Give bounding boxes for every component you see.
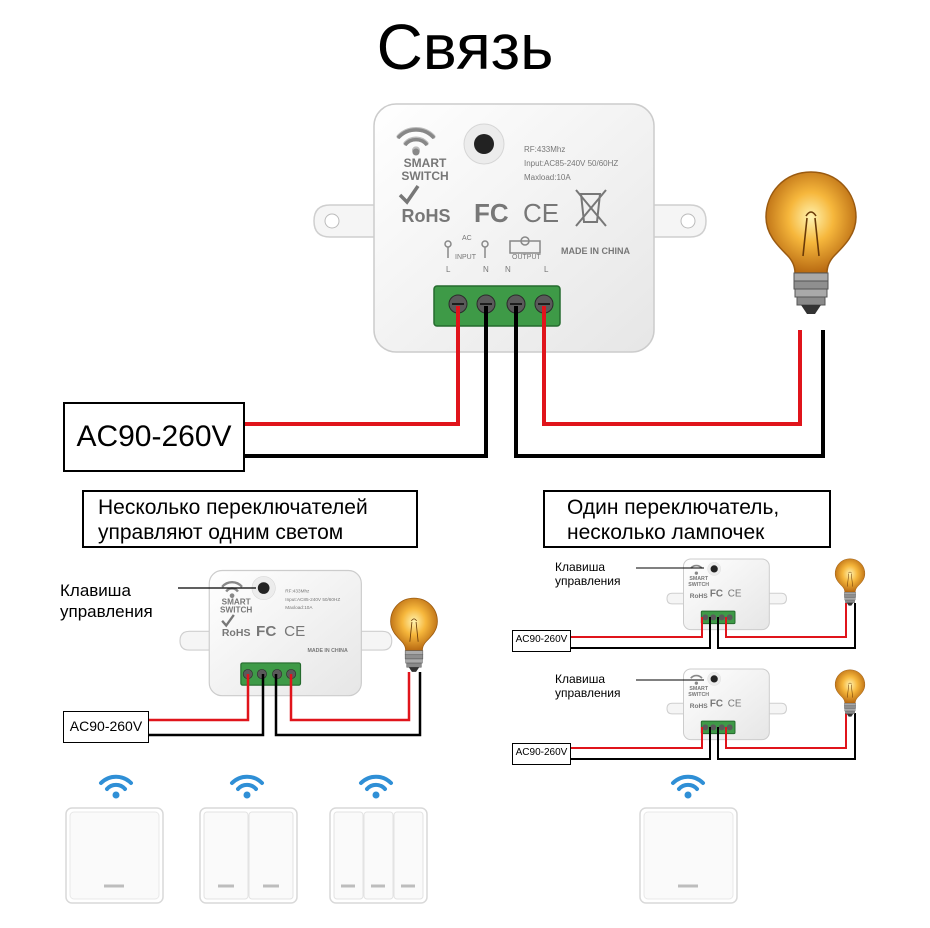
bulb-main-icon	[765, 171, 857, 315]
wifi-signal-icon-4	[671, 774, 705, 801]
wall-switch-3-gang	[329, 807, 428, 904]
wifi-signal-icon-1	[99, 774, 133, 801]
spec-input: Input:AC85-240V 50/60HZ	[524, 159, 618, 168]
wifi-signal-icon-2	[230, 774, 264, 801]
right-voltage-box-2: AC90-260V	[512, 743, 571, 765]
brand-smart: SMART	[404, 156, 447, 170]
svg-text:RoHS: RoHS	[222, 627, 251, 639]
svg-text:RoHS: RoHS	[690, 703, 709, 710]
smart-switch-left: SMART SWITCH RoHS RF:433Mhz Input:AC85-2…	[179, 569, 393, 697]
terminal-block	[433, 285, 561, 327]
svg-text:SWITCH: SWITCH	[688, 692, 709, 698]
svg-text:CE: CE	[284, 623, 305, 640]
terminal-letter-1: L	[446, 265, 451, 274]
bulb-left-icon	[390, 597, 438, 673]
smart-switch-right-2: SMART SWITCH RoHS FC CE	[666, 668, 787, 741]
ac-label: AC	[462, 235, 472, 242]
bulb-right-1-icon	[834, 558, 866, 606]
right-wiring-1	[570, 603, 856, 649]
svg-text:FC: FC	[710, 699, 723, 710]
main-voltage-box: AC90-260V	[63, 402, 245, 472]
rohs-label: RoHS	[402, 206, 451, 226]
svg-text:SMART: SMART	[689, 576, 709, 582]
smart-switch-right-1: SMART SWITCH RoHS FC CE	[666, 558, 787, 631]
ce-mark: CE	[523, 198, 559, 228]
weee-icon	[575, 189, 607, 227]
svg-text:Maxload:10A: Maxload:10A	[285, 605, 313, 610]
spec-rf: RF:433Mhz	[524, 145, 565, 154]
left-wiring	[148, 672, 422, 737]
fc-mark: FC	[474, 198, 509, 228]
svg-text:SWITCH: SWITCH	[220, 606, 252, 615]
left-voltage-box: AC90-260V	[63, 711, 149, 743]
spec-maxload: Maxload:10A	[524, 173, 571, 182]
terminal-letter-3: N	[505, 265, 511, 274]
left-section-caption: Несколько переключателей управляют одним…	[82, 490, 418, 548]
svg-text:FC: FC	[710, 589, 723, 600]
right-voltage-box-1: AC90-260V	[512, 630, 571, 652]
svg-text:Input:AC85-240V 50/60HZ: Input:AC85-240V 50/60HZ	[285, 597, 340, 602]
svg-text:SMART: SMART	[222, 597, 251, 606]
wall-switch-2-gang	[199, 807, 298, 904]
main-wiring	[245, 306, 825, 458]
svg-text:RoHS: RoHS	[690, 593, 709, 600]
right-section-caption: Один переключатель, несколько лампочек	[543, 490, 831, 548]
wifi-signal-icon-3	[359, 774, 393, 801]
page-title: Связь	[376, 11, 554, 83]
brand-switch: SWITCH	[401, 169, 448, 183]
svg-text:SMART: SMART	[689, 686, 709, 692]
svg-text:MADE IN CHINA: MADE IN CHINA	[308, 648, 348, 654]
input-label: INPUT	[455, 254, 477, 261]
bulb-right-2-icon	[834, 669, 866, 717]
svg-text:CE: CE	[728, 699, 742, 710]
svg-text:SWITCH: SWITCH	[688, 582, 709, 588]
terminal-letter-4: L	[544, 265, 549, 274]
wall-switch-remote-single	[639, 807, 738, 904]
svg-text:CE: CE	[728, 589, 742, 600]
smart-switch-main: SMART SWITCH RoHS RF:433Mhz Input:AC85-2…	[313, 103, 707, 353]
right-wiring-2	[570, 713, 856, 760]
wall-switch-1-gang	[65, 807, 164, 904]
key-label-left: Клавиша управления	[60, 581, 153, 621]
key-label-right-1: Клавиша управления	[555, 560, 621, 588]
svg-text:FC: FC	[256, 623, 276, 640]
output-label: OUTPUT	[512, 254, 542, 261]
terminal-letter-2: N	[483, 265, 489, 274]
svg-text:RF:433Mhz: RF:433Mhz	[285, 589, 310, 594]
made-in-label: MADE IN CHINA	[561, 246, 630, 256]
key-label-right-2: Клавиша управления	[555, 672, 621, 700]
